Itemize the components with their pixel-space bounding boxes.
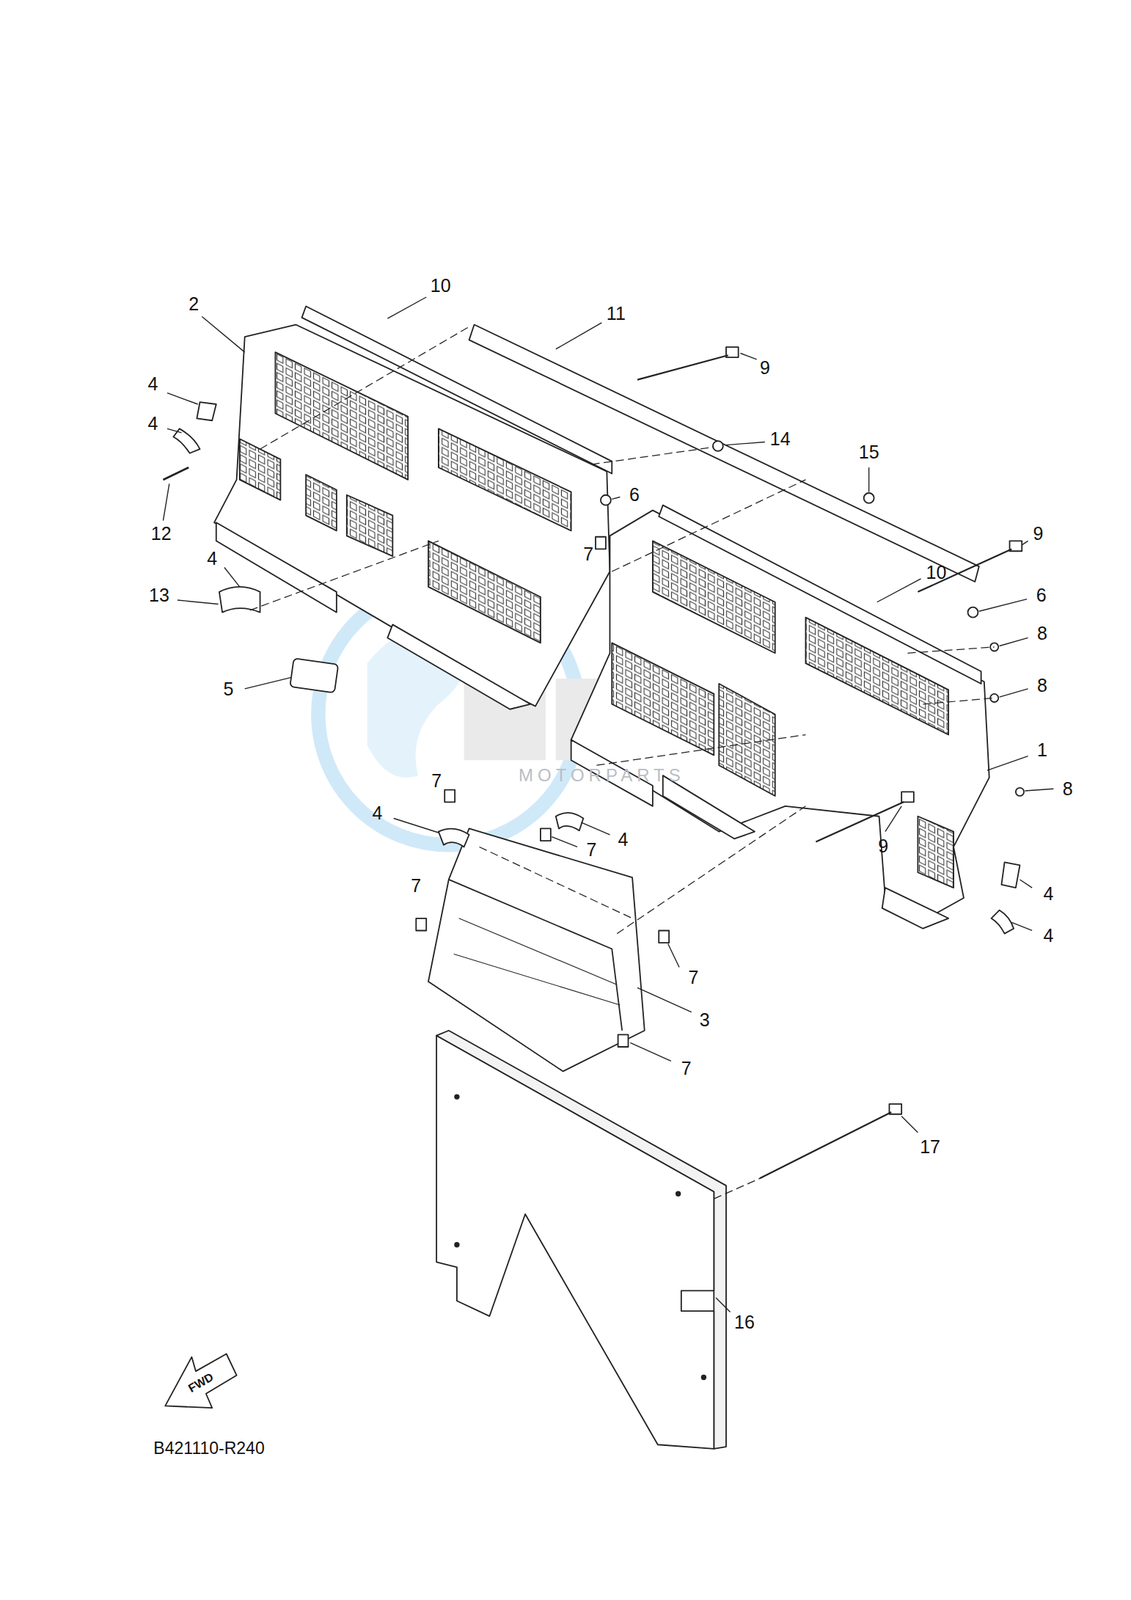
callout-number: 4 bbox=[206, 548, 218, 567]
callout-number: 4 bbox=[372, 803, 383, 823]
callout-number: 4 bbox=[148, 374, 159, 393]
callout-number: 7 bbox=[681, 1058, 692, 1077]
rail bbox=[658, 505, 981, 684]
callout-number: 9 bbox=[877, 836, 889, 855]
leader-line bbox=[162, 297, 1054, 1312]
cable-tie bbox=[637, 354, 1012, 1178]
rail bbox=[302, 306, 613, 474]
air-duct bbox=[428, 828, 645, 1071]
callout-number: 4 bbox=[148, 414, 159, 433]
callout-number: 13 bbox=[148, 585, 170, 604]
callout-number: 9 bbox=[759, 357, 771, 377]
callout-number: 1 bbox=[1037, 740, 1048, 759]
callout-number: 11 bbox=[606, 303, 626, 322]
callout-number: 4 bbox=[1042, 926, 1054, 945]
callout-number: 3 bbox=[699, 1010, 710, 1030]
callout-number: 2 bbox=[188, 294, 199, 314]
callout-number: 7 bbox=[431, 770, 442, 790]
callout-number: 8 bbox=[1037, 676, 1048, 695]
drawing-code: B421110-R240 bbox=[153, 1439, 265, 1457]
callout-number: 6 bbox=[1036, 585, 1047, 604]
cover-board bbox=[436, 1030, 727, 1449]
callout-number: 9 bbox=[1033, 524, 1044, 543]
callout-number: 12 bbox=[151, 524, 172, 543]
callout-number: 7 bbox=[586, 840, 598, 859]
watermark-text: MOTORPARTS bbox=[518, 766, 686, 785]
forward-arrow bbox=[165, 1353, 237, 1409]
callout-number: 10 bbox=[926, 563, 947, 582]
callout-number: 4 bbox=[1042, 884, 1054, 903]
callout-number: 5 bbox=[223, 679, 234, 698]
direction-mark: FWD bbox=[186, 1370, 216, 1395]
callout-number: 15 bbox=[858, 442, 880, 461]
callout-number: 7 bbox=[583, 544, 594, 564]
callout-number: 7 bbox=[688, 968, 699, 987]
callout-number: 17 bbox=[919, 1136, 941, 1156]
callout-number: 7 bbox=[410, 875, 422, 895]
cover-board bbox=[436, 1035, 714, 1449]
callout-number: 8 bbox=[1062, 778, 1074, 798]
callout-number: 16 bbox=[734, 1312, 755, 1332]
callout-number: 6 bbox=[629, 485, 640, 504]
callout-number: 8 bbox=[1037, 624, 1048, 643]
callout-number: 4 bbox=[618, 830, 629, 849]
callout-number: 10 bbox=[430, 276, 452, 295]
callout-number: 14 bbox=[770, 429, 791, 448]
